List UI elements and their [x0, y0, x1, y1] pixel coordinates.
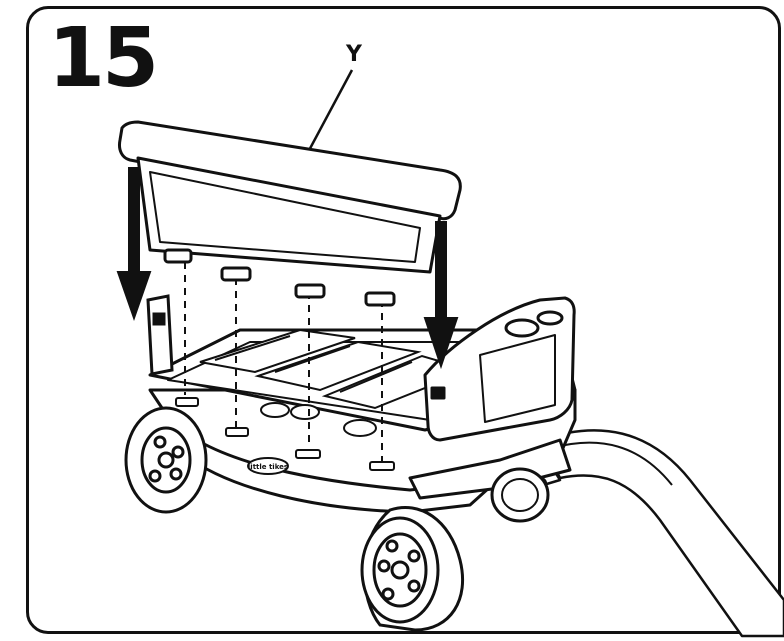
- brand-badge: little tikes: [247, 457, 289, 475]
- insert-arrow-left: [116, 167, 152, 322]
- wheel-front-left: [360, 505, 465, 632]
- alignment-guides: [184, 262, 383, 462]
- callout-leader-line: [304, 69, 354, 157]
- front-seat-console: [423, 296, 576, 442]
- part-label-y: Y: [346, 42, 362, 67]
- floor-slots: [175, 397, 395, 471]
- rear-post: [146, 294, 174, 376]
- wheel-rear-right: [490, 467, 550, 523]
- step-number: 15: [48, 11, 159, 106]
- wheel-rear-left: [124, 406, 208, 514]
- floor-cup-holders: [260, 402, 377, 437]
- insert-arrow-right: [423, 221, 459, 370]
- brand-badge-text: little tikes: [248, 463, 288, 471]
- seat-back-y: [118, 120, 462, 307]
